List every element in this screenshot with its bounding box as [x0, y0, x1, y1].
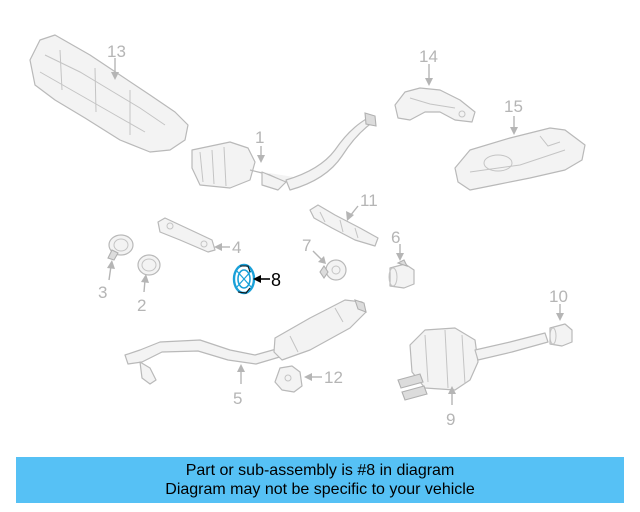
label-6: 6	[391, 228, 404, 261]
label-10: 10	[549, 287, 568, 321]
label-3: 3	[98, 260, 115, 302]
part-1-converter	[191, 112, 377, 191]
label-7: 7	[302, 236, 326, 264]
label-9: 9	[446, 386, 456, 429]
svg-text:15: 15	[504, 97, 523, 116]
part-12-bracket	[274, 365, 303, 393]
label-11: 11	[346, 191, 378, 221]
svg-text:10: 10	[549, 287, 568, 306]
label-14: 14	[419, 47, 438, 86]
label-15: 15	[504, 97, 523, 135]
part-6-clamp	[388, 259, 415, 289]
part-5-intermediate-pipe	[124, 299, 367, 385]
svg-text:1: 1	[255, 128, 264, 147]
label-13: 13	[107, 42, 126, 80]
part-3-clamp	[107, 234, 134, 261]
banner-line-2: Diagram may not be specific to your vehi…	[165, 481, 475, 498]
svg-text:14: 14	[419, 47, 438, 66]
part-2-seal-ring	[137, 254, 161, 276]
part-7-hanger	[319, 259, 347, 281]
part-14-bracket	[394, 87, 476, 123]
svg-text:6: 6	[391, 228, 400, 247]
svg-text:4: 4	[232, 238, 241, 257]
label-8: 8	[253, 270, 281, 290]
label-1: 1	[255, 128, 265, 163]
part-8-hanger	[232, 263, 256, 295]
svg-text:9: 9	[446, 410, 455, 429]
banner-line-1: Part or sub-assembly is #8 in diagram	[185, 462, 455, 479]
part-13-heat-shield	[29, 34, 189, 153]
part-4-gasket	[157, 217, 216, 253]
svg-text:2: 2	[137, 296, 146, 315]
label-4: 4	[214, 238, 241, 257]
part-15-heat-shield	[454, 127, 586, 191]
part-10-clamp	[549, 323, 573, 347]
label-5: 5	[233, 364, 245, 408]
label-12: 12	[304, 368, 343, 387]
part-11-bracket	[309, 204, 379, 247]
svg-text:12: 12	[324, 368, 343, 387]
svg-text:13: 13	[107, 42, 126, 61]
info-banner: Part or sub-assembly is #8 in diagram Di…	[16, 457, 624, 503]
label-2: 2	[137, 274, 149, 315]
svg-text:5: 5	[233, 389, 242, 408]
svg-text:11: 11	[360, 191, 378, 210]
part-9-rear-muffler	[397, 327, 549, 401]
svg-text:8: 8	[271, 270, 281, 290]
svg-text:7: 7	[302, 236, 311, 255]
svg-text:3: 3	[98, 283, 107, 302]
exhaust-parts-diagram: 13 1 14 15	[29, 34, 586, 429]
